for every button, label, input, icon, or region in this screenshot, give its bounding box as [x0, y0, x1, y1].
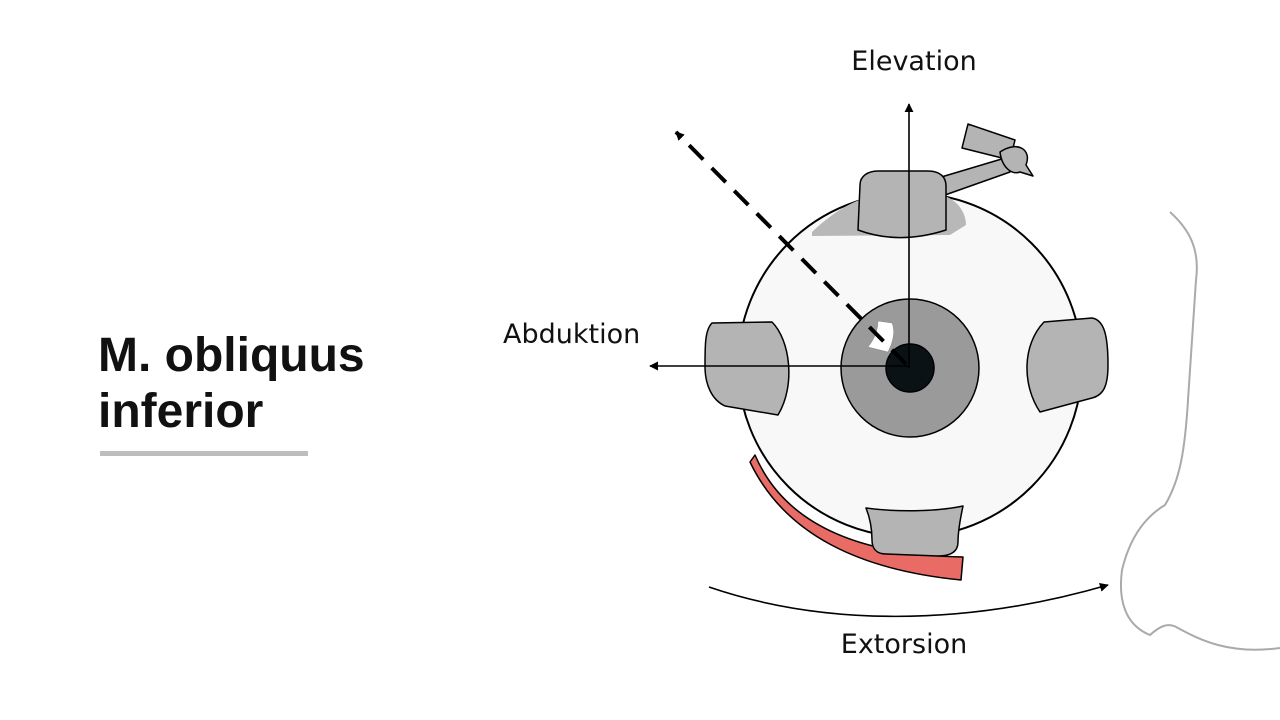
label-extorsion: Extorsion: [841, 629, 967, 660]
title-underline: [100, 451, 308, 456]
lateral-rectus-muscle: [704, 321, 790, 416]
extorsion-arrow: [708, 582, 1109, 618]
trochlea-tendon: [937, 123, 1034, 196]
resultant-direction-arrow: [674, 130, 908, 366]
label-abduction: Abduktion: [503, 319, 640, 350]
title-line-2: inferior: [98, 385, 264, 438]
label-elevation: Elevation: [851, 46, 976, 77]
face-outline: [1119, 211, 1280, 651]
superior-rectus-muscle: [857, 170, 947, 239]
inferior-oblique-muscle: [749, 454, 964, 581]
medial-rectus-muscle: [1026, 317, 1109, 413]
title-line-1: M. obliquus: [98, 329, 365, 382]
title-block: M. obliquus inferior: [98, 328, 458, 456]
inferior-rectus-muscle: [865, 505, 964, 557]
